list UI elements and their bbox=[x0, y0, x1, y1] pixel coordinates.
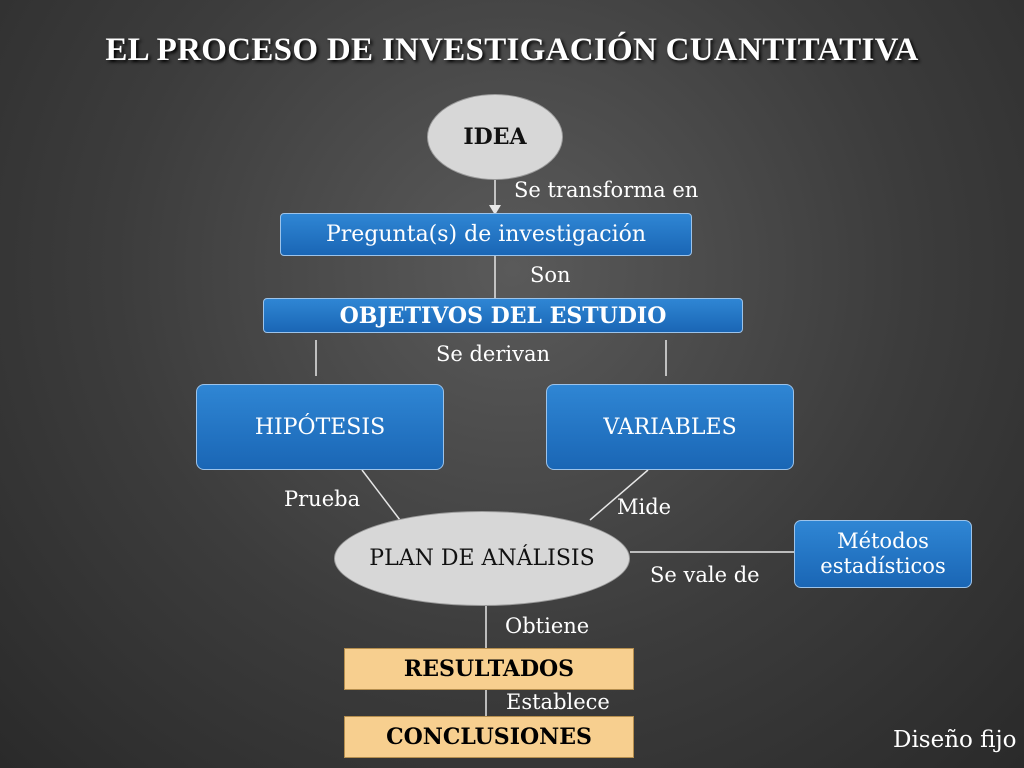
arrow-head bbox=[489, 205, 501, 215]
edge-label-mide: Mide bbox=[617, 495, 672, 519]
page-title: EL PROCESO DE INVESTIGACIÓN CUANTITATIVA bbox=[105, 32, 919, 68]
node-variables: VARIABLES bbox=[546, 384, 794, 470]
node-idea: IDEA bbox=[427, 94, 563, 180]
node-hipotesis-label: HIPÓTESIS bbox=[254, 414, 386, 440]
node-metodos: Métodos estadísticos bbox=[794, 520, 972, 588]
node-resultados: RESULTADOS bbox=[344, 648, 634, 690]
footer-label: Diseño fijo bbox=[893, 727, 1017, 753]
node-conclusiones: CONCLUSIONES bbox=[344, 716, 634, 758]
node-idea-label: IDEA bbox=[463, 124, 527, 150]
edge-label-prueba: Prueba bbox=[284, 487, 361, 511]
node-pregunta-label: Pregunta(s) de investigación bbox=[325, 222, 647, 247]
line-hipotesis-plan bbox=[361, 469, 401, 521]
node-conclusiones-label: CONCLUSIONES bbox=[386, 724, 592, 750]
line-variables-plan bbox=[589, 469, 649, 521]
edge-label-vale: Se vale de bbox=[650, 563, 760, 587]
node-hipotesis: HIPÓTESIS bbox=[196, 384, 444, 470]
node-resultados-label: RESULTADOS bbox=[403, 656, 575, 682]
node-variables-label: VARIABLES bbox=[603, 414, 737, 440]
edge-label-establece: Establece bbox=[506, 690, 610, 714]
edge-label-derivan: Se derivan bbox=[436, 342, 551, 366]
edge-label-son: Son bbox=[530, 263, 571, 287]
node-plan: PLAN DE ANÁLISIS bbox=[334, 511, 630, 606]
node-plan-label: PLAN DE ANÁLISIS bbox=[369, 546, 595, 571]
node-objetivos: OBJETIVOS DEL ESTUDIO bbox=[263, 298, 743, 333]
node-objetivos-label: OBJETIVOS DEL ESTUDIO bbox=[339, 302, 667, 329]
node-pregunta: Pregunta(s) de investigación bbox=[280, 213, 692, 256]
node-metodos-label: Métodos estadísticos bbox=[820, 528, 946, 578]
edge-label-transforma: Se transforma en bbox=[514, 178, 699, 202]
edge-label-obtiene: Obtiene bbox=[505, 614, 590, 638]
